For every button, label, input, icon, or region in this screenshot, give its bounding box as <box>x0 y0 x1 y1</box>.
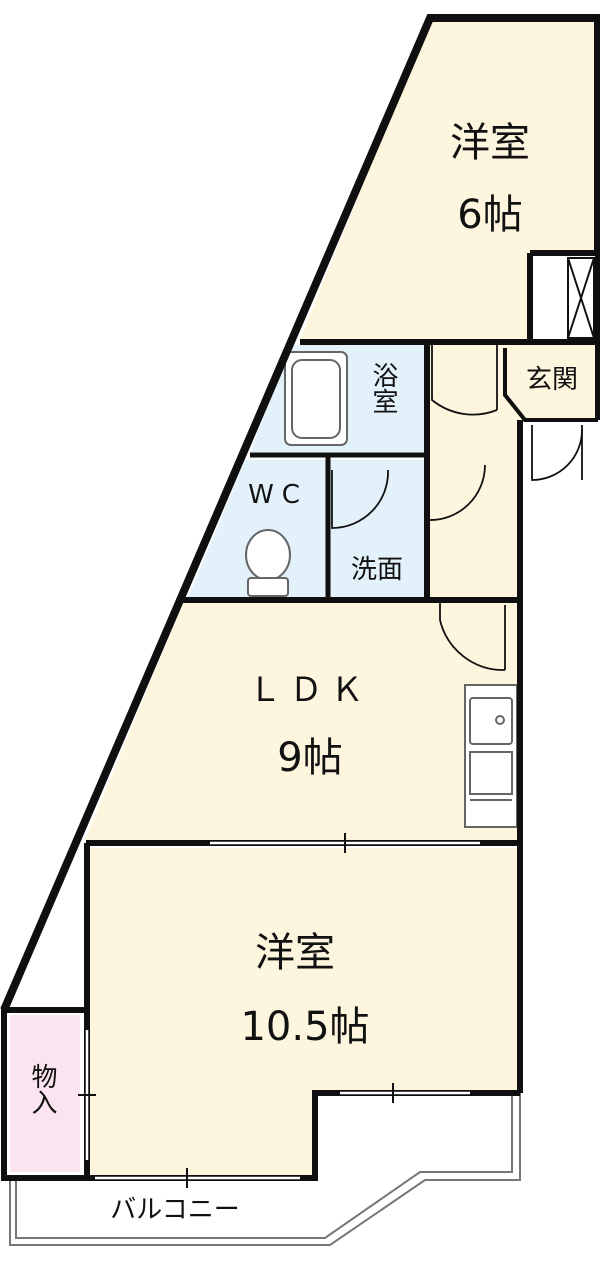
shoe-cabinet <box>567 257 595 339</box>
western-room-bottom-size: 10.5帖 <box>240 1004 370 1050</box>
washroom-name: 洗面 <box>350 555 403 585</box>
kitchen-sink <box>464 684 518 828</box>
western-room-top-size: 6帖 <box>457 192 523 238</box>
ldk-size: 9帖 <box>277 735 343 781</box>
balcony-name: バルコニー <box>110 1195 240 1225</box>
ldk-floor <box>85 603 518 840</box>
western-room-top-floor <box>300 18 598 340</box>
balcony <box>9 1090 521 1246</box>
sliding-door-ticks <box>78 833 394 1188</box>
entrance-floor <box>505 345 598 420</box>
door-swings <box>331 345 583 671</box>
ldk-name: ＬＤＫ <box>248 670 372 709</box>
storage-name: 物入 <box>27 1063 57 1115</box>
western-room-top-name: 洋室 <box>450 120 530 166</box>
washroom-floor <box>330 460 425 598</box>
bath-name: 浴室 <box>368 362 398 414</box>
storage-floor <box>10 1015 80 1172</box>
entrance-name: 玄関 <box>525 365 578 395</box>
wc-floor <box>188 460 328 598</box>
bathtub <box>284 351 348 446</box>
western-room-bottom-name: 洋室 <box>255 930 335 976</box>
wc-name: WC <box>248 480 308 510</box>
western-room-bottom-floor <box>90 848 518 1175</box>
toilet <box>245 529 291 597</box>
